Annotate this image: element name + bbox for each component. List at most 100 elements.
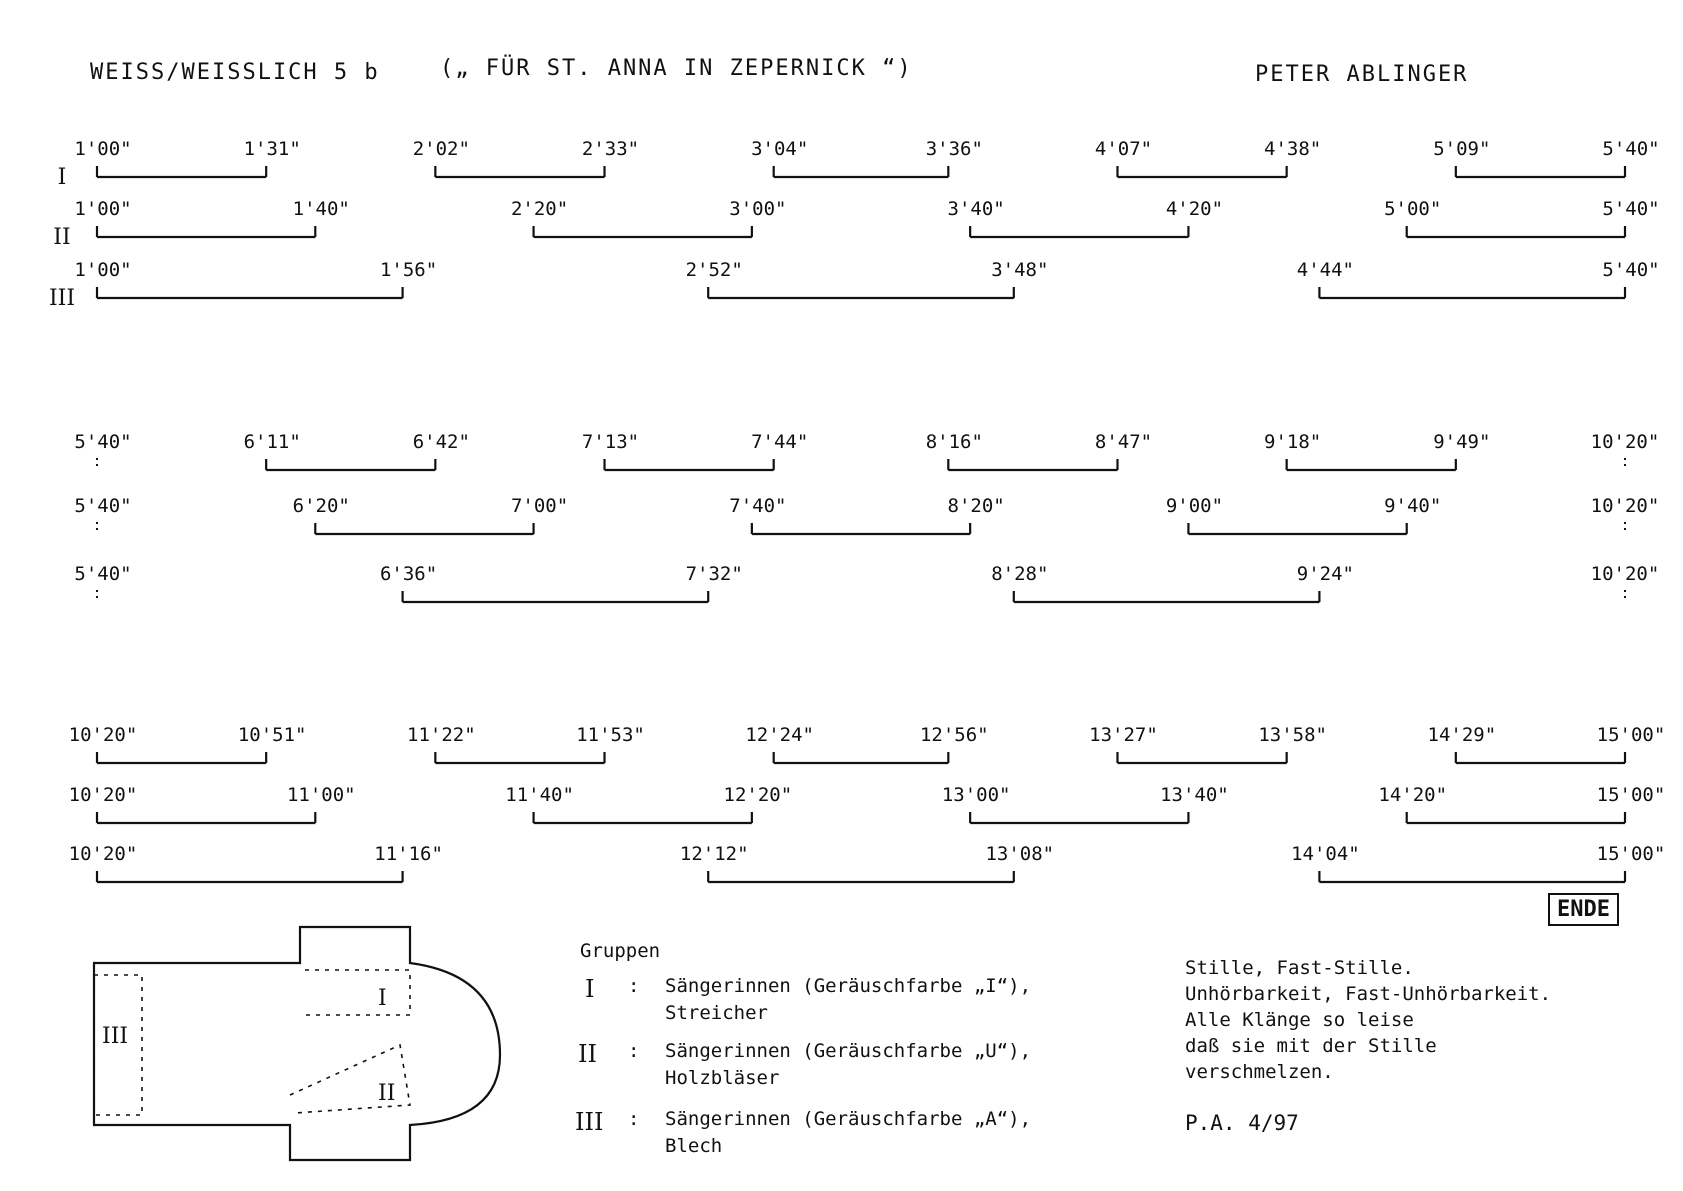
group-iii-colon: :: [628, 1108, 640, 1130]
segment-start-time: 14'20": [1378, 784, 1447, 806]
segment-end-time: 2'33": [582, 138, 639, 160]
segment-start-time: 1'00": [74, 198, 131, 220]
segment-end-time: 4'20": [1166, 198, 1223, 220]
floor-plan: III I II: [92, 925, 502, 1162]
segment-start-time: 8'16": [926, 431, 983, 453]
segment-start-time: 1'00": [74, 138, 131, 160]
row-start-time: 5'40": [74, 563, 131, 585]
segment-start-time: 13'27": [1089, 724, 1158, 746]
segment-end-time: 3'48": [991, 259, 1048, 281]
segment-end-time: 15'00": [1597, 843, 1666, 865]
segment-end-time: 13'58": [1258, 724, 1327, 746]
performance-notes: Stille, Fast-Stille. Unhörbarkeit, Fast-…: [1185, 955, 1551, 1085]
floor-plan-label-ii: II: [378, 1081, 395, 1106]
group-ii-numeral: II: [578, 1040, 597, 1068]
row-start-time: 5'40": [74, 495, 131, 517]
note-line: verschmelzen.: [1185, 1061, 1334, 1083]
group-ii-voices: Sängerinnen (Geräuschfarbe „U“),: [665, 1040, 1032, 1062]
segment-start-time: 12'12": [680, 843, 749, 865]
segment-start-time: 4'07": [1095, 138, 1152, 160]
segment-end-time: 4'38": [1264, 138, 1321, 160]
segment-end-time: 12'56": [920, 724, 989, 746]
floor-plan-group-areas: [93, 969, 411, 1116]
note-line: Unhörbarkeit, Fast-Unhörbarkeit.: [1185, 983, 1552, 1005]
row-label-iii: III: [49, 286, 75, 311]
segment-end-time: 8'20": [948, 495, 1005, 517]
segment-end-time: 7'32": [686, 563, 743, 585]
segment-end-time: 10'51": [238, 724, 307, 746]
segment-start-time: 11'22": [407, 724, 476, 746]
segment-start-time: 6'11": [244, 431, 301, 453]
piece-subtitle: („ FÜR ST. ANNA IN ZEPERNICK “): [440, 56, 913, 81]
segment-start-time: 7'40": [729, 495, 786, 517]
group-iii-numeral: III: [575, 1108, 604, 1136]
segment-end-time: 7'44": [751, 431, 808, 453]
segment-start-time: 6'20": [293, 495, 350, 517]
segment-start-time: 14'29": [1428, 724, 1497, 746]
group-i-numeral: I: [585, 975, 595, 1003]
group-iii-instruments: Blech: [665, 1135, 723, 1157]
segment-start-time: 3'40": [948, 198, 1005, 220]
segment-end-time: 9'40": [1384, 495, 1441, 517]
note-line: daß sie mit der Stille: [1185, 1035, 1437, 1057]
segment-end-time: 3'00": [729, 198, 786, 220]
segment-start-time: 13'00": [942, 784, 1011, 806]
segment-end-time: 11'00": [287, 784, 356, 806]
segment-start-time: 8'28": [991, 563, 1048, 585]
group-i-instruments: Streicher: [665, 1002, 768, 1024]
row-end-time: 10'20": [1591, 563, 1660, 585]
group-iii-voices: Sängerinnen (Geräuschfarbe „A“),: [665, 1108, 1032, 1130]
segment-start-time: 2'20": [511, 198, 568, 220]
row-end-time: 10'20": [1591, 431, 1660, 453]
segment-end-time: 7'00": [511, 495, 568, 517]
segment-start-time: 10'20": [69, 724, 138, 746]
segment-end-time: 5'40": [1602, 198, 1659, 220]
segment-end-time: 11'16": [374, 843, 443, 865]
segment-start-time: 2'02": [413, 138, 470, 160]
segment-start-time: 12'24": [745, 724, 814, 746]
segment-start-time: 10'20": [69, 843, 138, 865]
note-line: Alle Klänge so leise: [1185, 1009, 1414, 1031]
segment-start-time: 9'18": [1264, 431, 1321, 453]
segment-end-time: 5'40": [1602, 138, 1659, 160]
groups-legend-title: Gruppen: [580, 940, 661, 962]
segment-start-time: 1'00": [74, 259, 131, 281]
composer-name: PETER ABLINGER: [1255, 62, 1469, 87]
segment-end-time: 6'42": [413, 431, 470, 453]
group-i-colon: :: [628, 975, 640, 997]
segment-start-time: 4'44": [1297, 259, 1354, 281]
segment-start-time: 9'00": [1166, 495, 1223, 517]
segment-end-time: 13'08": [985, 843, 1054, 865]
group-i-voices: Sängerinnen (Geräuschfarbe „I“),: [665, 975, 1032, 997]
row-label-ii: II: [53, 225, 70, 250]
group-ii-instruments: Holzbläser: [665, 1067, 780, 1089]
segment-start-time: 11'40": [505, 784, 574, 806]
segment-end-time: 12'20": [724, 784, 793, 806]
segment-start-time: 2'52": [686, 259, 743, 281]
row-end-time: 10'20": [1591, 495, 1660, 517]
end-mark: ENDE: [1548, 893, 1619, 926]
segment-start-time: 5'09": [1433, 138, 1490, 160]
segment-end-time: 5'40": [1602, 259, 1659, 281]
segment-start-time: 10'20": [69, 784, 138, 806]
group-ii-colon: :: [628, 1040, 640, 1062]
segment-start-time: 3'04": [751, 138, 808, 160]
segment-end-time: 11'53": [576, 724, 645, 746]
segment-start-time: 6'36": [380, 563, 437, 585]
segment-end-time: 1'31": [244, 138, 301, 160]
segment-end-time: 3'36": [926, 138, 983, 160]
segment-end-time: 9'49": [1433, 431, 1490, 453]
segment-start-time: 5'00": [1384, 198, 1441, 220]
segment-end-time: 13'40": [1160, 784, 1229, 806]
segment-end-time: 1'56": [380, 259, 437, 281]
segment-end-time: 8'47": [1095, 431, 1152, 453]
segment-start-time: 7'13": [582, 431, 639, 453]
segment-end-time: 9'24": [1297, 563, 1354, 585]
segment-end-time: 15'00": [1597, 784, 1666, 806]
row-label-i: I: [58, 165, 67, 190]
floor-plan-label-i: I: [378, 986, 387, 1011]
segment-end-time: 1'40": [293, 198, 350, 220]
segment-start-time: 14'04": [1291, 843, 1360, 865]
signature: P.A. 4/97: [1185, 1111, 1299, 1135]
